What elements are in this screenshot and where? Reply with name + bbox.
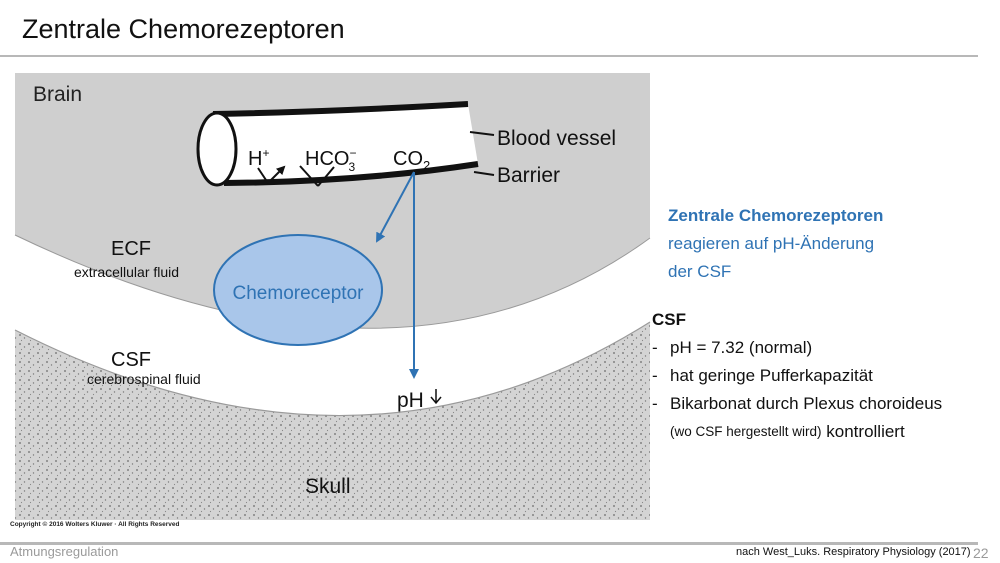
ph-label: pH: [397, 389, 424, 412]
hco3-label: HCO−3: [305, 146, 356, 174]
blood-vessel-label: Blood vessel: [497, 127, 616, 150]
ecf-label: ECF: [111, 238, 151, 260]
footer-divider: [0, 542, 978, 545]
footer-source: nach West_Luks. Respiratory Physiology (…: [736, 546, 971, 558]
csf-facts: CSF -pH = 7.32 (normal) -hat geringe Puf…: [652, 306, 942, 446]
list-item-note: (wo CSF hergestellt wird) kontrolliert: [670, 422, 905, 441]
brain-region: [15, 73, 650, 329]
csf-label: CSF: [111, 349, 151, 371]
ph-down-arrow: [430, 389, 442, 405]
ecf-sublabel: extracellular fluid: [74, 264, 179, 280]
h-plus-label: H+: [248, 146, 269, 170]
barrier-label: Barrier: [497, 164, 560, 187]
chemoreceptor-label: Chemoreceptor: [233, 283, 365, 304]
title-divider: [0, 55, 978, 57]
list-item: -Bikarbonat durch Plexus choroideus: [652, 394, 943, 413]
copyright-text: Copyright © 2016 Wolters Kluwer · All Ri…: [10, 521, 180, 528]
info-heading: Zentrale Chemorezeptoren: [668, 206, 884, 225]
page-number: 22: [973, 545, 989, 561]
info-box: Zentrale Chemorezeptoren reagieren auf p…: [668, 202, 883, 286]
csf-sublabel: cerebrospinal fluid: [87, 371, 201, 387]
co2-label: CO2: [393, 148, 430, 173]
co2-to-chemoreceptor-arrow: [376, 171, 415, 243]
brain-label: Brain: [33, 83, 82, 106]
reaction-arrow-2: [299, 165, 335, 187]
csf-facts-heading: CSF: [652, 310, 686, 329]
list-item: -pH = 7.32 (normal): [652, 338, 813, 357]
skull-band: [15, 322, 650, 520]
info-line-2: reagieren auf pH-Änderung: [668, 234, 875, 253]
footer-section-title: Atmungsregulation: [10, 544, 119, 559]
skull-label: Skull: [305, 475, 351, 498]
chemoreceptor-ellipse: [213, 234, 383, 346]
page-title: Zentrale Chemorezeptoren: [22, 14, 345, 44]
list-item: -hat geringe Pufferkapazität: [652, 366, 873, 385]
csf-band: [15, 235, 650, 416]
reaction-arrow-1: [257, 167, 284, 184]
info-line-3: der CSF: [668, 262, 732, 281]
